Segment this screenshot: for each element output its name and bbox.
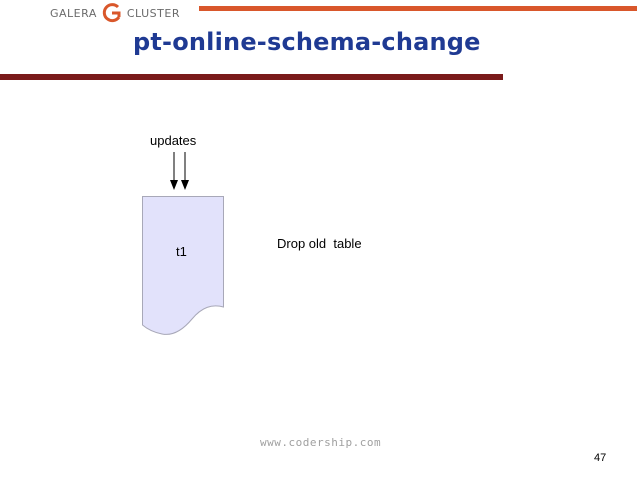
logo-text-right: CLUSTER — [126, 6, 180, 20]
drop-old-table-label: Drop old table — [277, 236, 362, 251]
arrow-down-icon — [181, 152, 189, 190]
header-accent-bar — [199, 6, 637, 11]
galera-g-icon — [102, 3, 121, 23]
update-arrows — [170, 152, 189, 190]
table-t1-shape — [142, 196, 224, 335]
logo-text-left: GALERA — [50, 6, 97, 20]
table-t1-label: t1 — [176, 244, 187, 259]
updates-label: updates — [150, 133, 197, 148]
slide-title: pt-online-schema-change — [133, 28, 481, 56]
galera-cluster-logo: GALERA CLUSTER — [50, 2, 180, 24]
page-number: 47 — [594, 452, 607, 464]
arrow-down-icon — [170, 152, 178, 190]
title-underline-bar — [0, 74, 503, 80]
footer-url: www.codership.com — [260, 436, 382, 449]
